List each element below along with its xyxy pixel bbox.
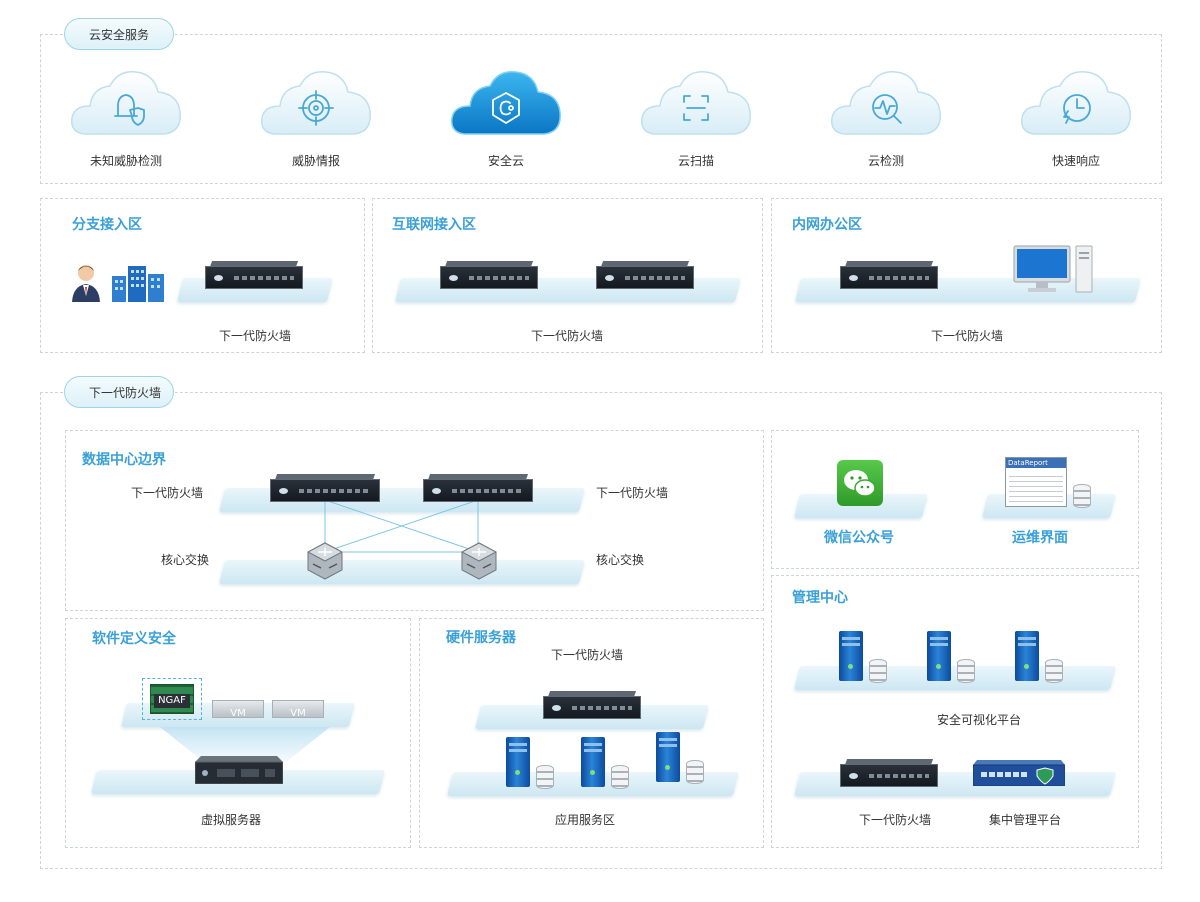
cloud-service-3 [448, 66, 564, 136]
report-window-title: DataReport [1006, 458, 1066, 468]
datacenter-fw-left-label: 下一代防火墙 [131, 486, 204, 500]
cloud-service-label-5: 云检测 [867, 154, 905, 168]
app-db-2 [611, 765, 629, 789]
scan-frame-icon [674, 86, 718, 130]
mgmt-db-3 [1045, 659, 1063, 683]
wechat-label: 微信公众号 [824, 530, 894, 546]
user-icon [70, 262, 102, 302]
internet-zone-title: 互联网接入区 [392, 217, 476, 233]
mgmt-panel [771, 575, 1139, 848]
magnifier-pulse-icon [864, 86, 908, 130]
vm-label-1: VM [230, 708, 246, 719]
datacenter-firewall-left [270, 474, 380, 502]
mgmt-db-1 [869, 659, 887, 683]
cloud-services-tag: 云安全服务 [64, 18, 174, 50]
mgmt-server-2 [927, 631, 951, 681]
cloud-service-4 [638, 66, 754, 136]
office-firewall-device [840, 261, 938, 289]
ngaf-frame [142, 678, 202, 720]
datacenter-panel [65, 430, 764, 611]
core-switch-left [306, 542, 344, 580]
sds-title: 软件定义安全 [92, 631, 176, 647]
datacenter-firewall-right [423, 474, 533, 502]
internet-zone-caption: 下一代防火墙 [530, 329, 604, 343]
datacenter-sw-left-label: 核心交换 [161, 553, 210, 567]
ops-db-icon [1073, 484, 1091, 508]
mgmt-fw-label: 下一代防火墙 [858, 813, 932, 827]
cloud-service-1 [68, 66, 184, 136]
cloud-service-label-1: 未知威胁检测 [89, 154, 163, 168]
mgmt-db-2 [957, 659, 975, 683]
bell-shield-icon [104, 86, 148, 130]
cloud-service-label-3: 安全云 [487, 154, 525, 168]
datacenter-sw-right-label: 核心交换 [596, 553, 645, 567]
office-zone-caption: 下一代防火墙 [930, 329, 1004, 343]
hw-caption: 应用服务区 [554, 813, 616, 827]
sds-panel [65, 618, 411, 848]
hw-panel [419, 618, 764, 848]
report-window-icon: DataReport [1005, 457, 1067, 507]
internet-firewall-device-2 [596, 261, 694, 289]
branch-zone-panel [40, 198, 365, 353]
app-db-3 [686, 760, 704, 784]
internet-zone-panel [372, 198, 763, 353]
crosshair-icon [294, 86, 338, 130]
mgmt-server-3 [1015, 631, 1039, 681]
mgmt-title: 管理中心 [792, 590, 848, 606]
hexagon-shield-icon [484, 86, 528, 130]
apps-panel [771, 430, 1139, 569]
cloud-services-panel [40, 34, 1162, 184]
branch-zone-caption: 下一代防火墙 [218, 329, 292, 343]
branch-firewall-device [205, 261, 303, 289]
office-zone-title: 内网办公区 [792, 217, 862, 233]
visual-platform-label: 安全可视化平台 [936, 713, 1022, 727]
office-zone-panel [771, 198, 1162, 353]
app-server-2 [581, 737, 605, 787]
building-icon [110, 264, 166, 302]
cloud-service-label-6: 快速响应 [1051, 154, 1101, 168]
hw-title: 硬件服务器 [446, 630, 516, 646]
datacenter-title: 数据中心边界 [82, 452, 166, 468]
ops-label: 运维界面 [1012, 530, 1068, 546]
branch-zone-title: 分支接入区 [72, 217, 142, 233]
cloud-service-6 [1018, 66, 1134, 136]
ngfw-tag: 下一代防火墙 [64, 376, 174, 408]
cloud-service-label-2: 威胁情报 [291, 154, 341, 168]
sds-caption: 虚拟服务器 [200, 813, 262, 827]
internet-firewall-device-1 [440, 261, 538, 289]
hw-fw-label: 下一代防火墙 [550, 648, 624, 662]
app-db-1 [536, 765, 554, 789]
cloud-service-2 [258, 66, 374, 136]
desktop-computer-icon [1012, 244, 1096, 296]
clock-bolt-icon [1054, 86, 1098, 130]
central-mgmt-device [972, 760, 1066, 787]
vm-label-2: VM [290, 708, 306, 719]
vm-box-2: VM [272, 700, 324, 719]
physical-server-icon [194, 756, 284, 785]
central-platform-label: 集中管理平台 [988, 813, 1062, 827]
app-server-3 [656, 732, 680, 782]
report-grid [1009, 472, 1063, 503]
app-server-1 [506, 737, 530, 787]
cloud-service-label-4: 云扫描 [677, 154, 715, 168]
mgmt-firewall-device [840, 759, 938, 787]
cloud-service-5 [828, 66, 944, 136]
ngaf-label: NGAF [154, 694, 190, 708]
ngfw-panel [40, 392, 1162, 869]
vm-box-1: VM [212, 700, 264, 719]
datacenter-fw-right-label: 下一代防火墙 [596, 486, 669, 500]
hw-firewall-device [543, 691, 641, 719]
mgmt-server-1 [839, 631, 863, 681]
core-switch-right [460, 542, 498, 580]
wechat-icon [837, 460, 883, 506]
